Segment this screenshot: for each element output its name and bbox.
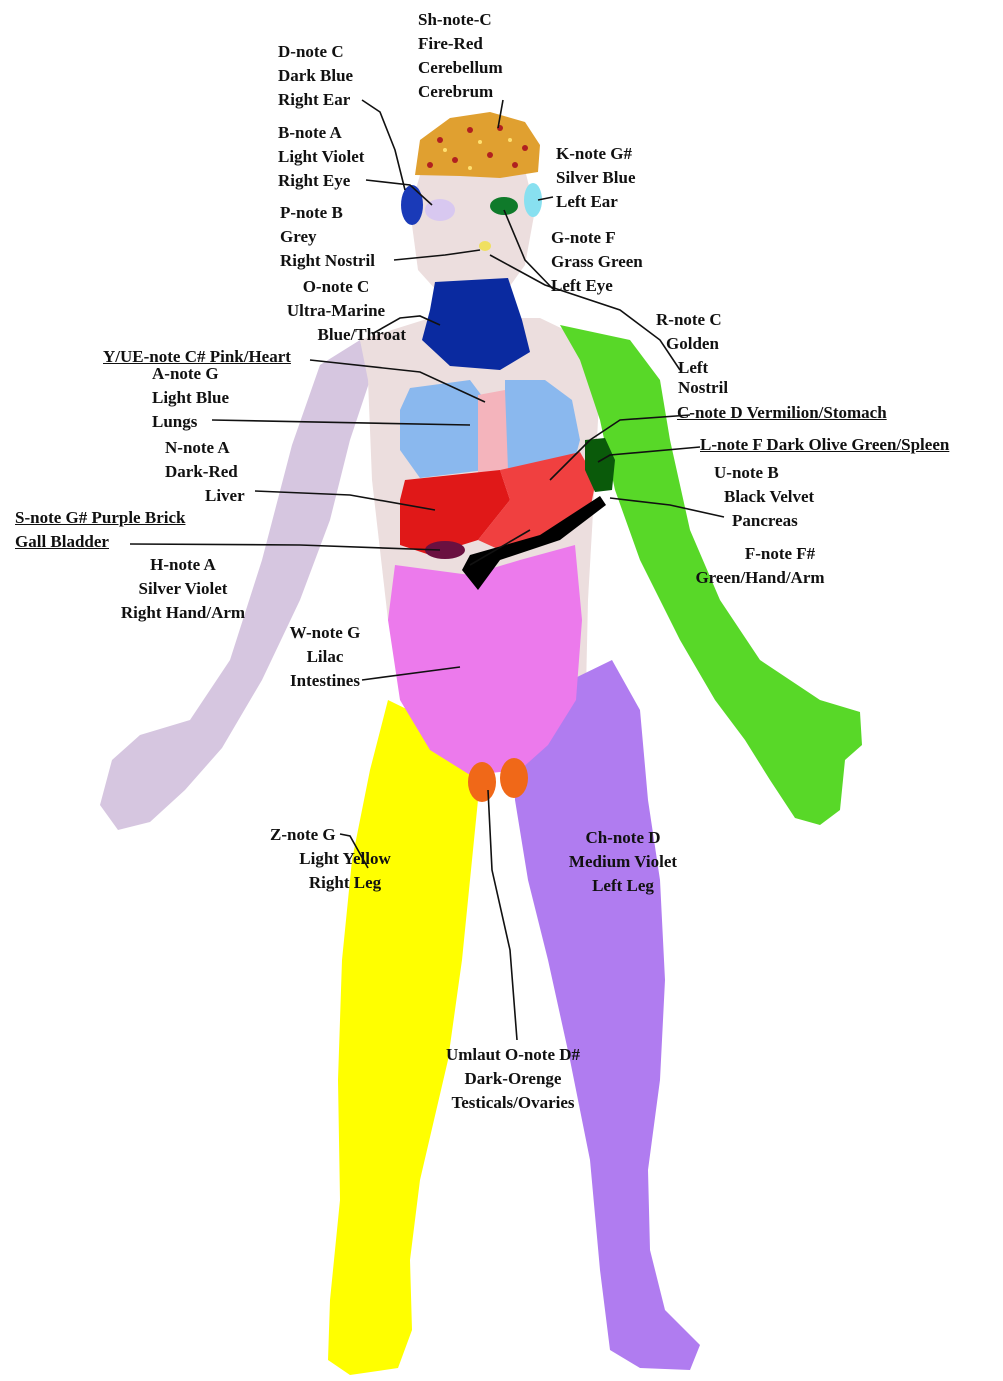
brain-label-part: Cerebellum: [418, 56, 503, 80]
throat-label-part: Blue/Throat: [266, 323, 406, 347]
testicals-label-color: Dark-Orenge: [428, 1067, 598, 1091]
right-leg-label-part: Right Leg: [270, 871, 420, 895]
right-arm-label: H-note A Silver Violet Right Hand/Arm: [108, 553, 258, 625]
pancreas-label-color: Black Velvet: [714, 485, 814, 509]
left-eye-label-color: Grass Green: [551, 250, 643, 274]
right-ear-label-part: Right Ear: [278, 88, 353, 112]
right-nostril-label-color: Grey: [280, 225, 375, 249]
brain-label-note: Sh-note-C: [418, 8, 503, 32]
brain-label: Sh-note-C Fire-Red Cerebellum Cerebrum: [418, 8, 503, 104]
heart-region: [478, 390, 508, 478]
right-arm-label-part: Right Hand/Arm: [108, 601, 258, 625]
right-ear-label: D-note C Dark Blue Right Ear: [278, 40, 353, 112]
lungs-label-color: Light Blue: [152, 386, 229, 410]
throat-label-color: Ultra-Marine: [266, 299, 406, 323]
right-leg-label-color: Light Yellow: [270, 847, 420, 871]
lungs-label-note: A-note G: [152, 362, 229, 386]
testicals-label-note: Umlaut O-note D#: [428, 1043, 598, 1067]
right-ear-label-note: D-note C: [278, 40, 353, 64]
intestines-label-note: W-note G: [280, 621, 370, 645]
right-nostril-label-note: P-note B: [280, 201, 375, 225]
throat-label: O-note C Ultra-Marine Blue/Throat: [266, 275, 406, 347]
gall-bladder-label-part: Gall Bladder: [15, 530, 185, 554]
right-eye-label-color: Light Violet: [278, 145, 364, 169]
lungs-label-part: Lungs: [152, 410, 229, 434]
right-arm-label-note: H-note A: [108, 553, 258, 577]
left-ear-label-part: Left Ear: [556, 190, 636, 214]
left-leg-label: Ch-note D Medium Violet Left Leg: [556, 826, 690, 898]
left-nostril-label-color: Golden: [656, 332, 728, 356]
brain-label-color: Fire-Red: [418, 32, 503, 56]
intestines-label-part: Intestines: [280, 669, 370, 693]
pancreas-label: U-note B Black Velvet Pancreas: [714, 461, 814, 533]
left-ear-label-color: Silver Blue: [556, 166, 636, 190]
right-ear-region: [401, 185, 423, 225]
lungs-label: A-note G Light Blue Lungs: [152, 362, 229, 434]
spleen-label-text: L-note F Dark Olive Green/Spleen: [700, 433, 949, 457]
intestines-label: W-note G Lilac Intestines: [280, 621, 370, 693]
nostril-region: [479, 241, 491, 251]
testicals-label: Umlaut O-note D# Dark-Orenge Testicals/O…: [428, 1043, 598, 1115]
throat-label-note: O-note C: [266, 275, 406, 299]
brain-region: [415, 112, 540, 178]
gall-bladder-label: S-note G# Purple Brick Gall Bladder: [15, 506, 185, 554]
left-arm-label: F-note F# Green/Hand/Arm: [682, 542, 838, 590]
left-ear-label-note: K-note G#: [556, 142, 636, 166]
testicals-region-2: [500, 758, 528, 798]
right-eye-label: B-note A Light Violet Right Eye: [278, 121, 364, 193]
right-nostril-label-part: Right Nostril: [280, 249, 375, 273]
liver-label-note: N-note A: [165, 436, 245, 460]
intestines-label-color: Lilac: [280, 645, 370, 669]
testicals-region: [468, 762, 496, 802]
lungs-region: [400, 380, 485, 478]
stomach-label-text: C-note D Vermilion/Stomach: [677, 401, 887, 425]
right-leg-region: [328, 700, 478, 1375]
left-eye-label-note: G-note F: [551, 226, 643, 250]
pancreas-label-part: Pancreas: [714, 509, 814, 533]
right-ear-label-color: Dark Blue: [278, 64, 353, 88]
brain-label-part-2: Cerebrum: [418, 80, 503, 104]
right-nostril-label: P-note B Grey Right Nostril: [280, 201, 375, 273]
liver-label-part: Liver: [165, 484, 245, 508]
left-arm-label-note: F-note F#: [682, 542, 838, 566]
gall-bladder-label-note: S-note G# Purple Brick: [15, 506, 185, 530]
pancreas-label-note: U-note B: [714, 461, 814, 485]
left-nostril-label-note: R-note C: [656, 308, 728, 332]
left-leg-label-note: Ch-note D: [556, 826, 690, 850]
left-ear-label: K-note G# Silver Blue Left Ear: [556, 142, 636, 214]
left-nostril-label-part-2: Nostril: [656, 376, 728, 400]
left-arm-label-part: Green/Hand/Arm: [682, 566, 838, 590]
right-eye-label-note: B-note A: [278, 121, 364, 145]
left-leg-label-color: Medium Violet: [556, 850, 690, 874]
left-eye-label: G-note F Grass Green Left Eye: [551, 226, 643, 298]
right-leg-label-note: Z-note G: [270, 823, 420, 847]
right-arm-label-color: Silver Violet: [108, 577, 258, 601]
right-leg-label: Z-note G Light Yellow Right Leg: [270, 823, 420, 895]
left-eye-label-part: Left Eye: [551, 274, 643, 298]
right-eye-label-part: Right Eye: [278, 169, 364, 193]
liver-label: N-note A Dark-Red Liver: [165, 436, 245, 508]
liver-label-color: Dark-Red: [165, 460, 245, 484]
stomach-label: C-note D Vermilion/Stomach: [677, 401, 887, 425]
spleen-label: L-note F Dark Olive Green/Spleen: [700, 433, 949, 457]
testicals-label-part: Testicals/Ovaries: [428, 1091, 598, 1115]
left-leg-label-part: Left Leg: [556, 874, 690, 898]
left-nostril-label: R-note C Golden Left Nostril: [656, 308, 728, 400]
left-leg-region: [512, 660, 700, 1370]
left-eye-region: [490, 197, 518, 215]
